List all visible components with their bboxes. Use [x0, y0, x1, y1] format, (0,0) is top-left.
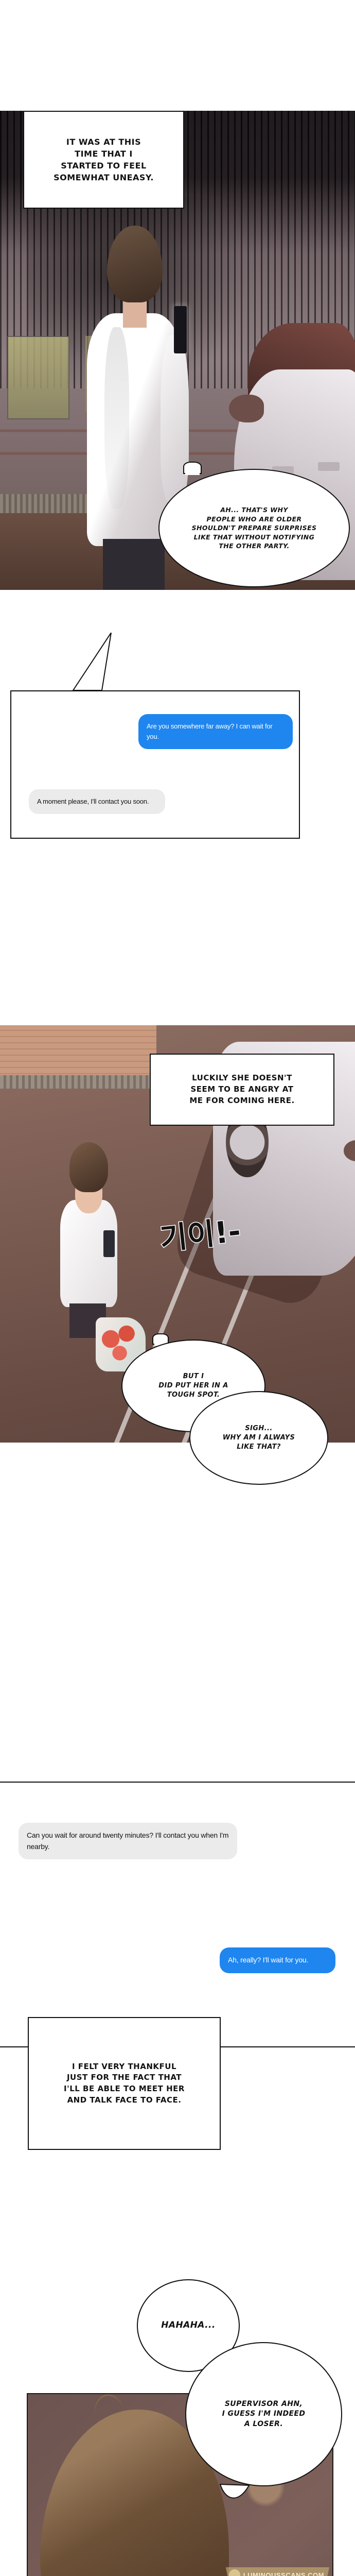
sfx-tire-screech: 기이!- — [157, 1212, 243, 1257]
watermark-logo-icon — [228, 2569, 240, 2576]
chat-message-received[interactable]: Can you wait for around twenty minutes? … — [19, 1823, 237, 1860]
chat-message-sent[interactable]: Ah, really? I'll wait for you. — [220, 1947, 335, 1973]
dark-trousers — [103, 539, 165, 590]
chat-panel-tail — [72, 633, 112, 691]
caption-thankful: I FELT VERY THANKFUL JUST FOR THE FACT T… — [28, 2017, 221, 2150]
chat-message-received[interactable]: A moment please, I'll contact you soon. — [29, 789, 165, 815]
brick-sidewalk — [0, 1025, 156, 1080]
brown-hair — [69, 1142, 109, 1192]
caption-not-angry: LUCKILY SHE DOESN'T SEEM TO BE ANGRY AT … — [150, 1054, 334, 1126]
bubble-supervisor-ahn-tail — [219, 2483, 250, 2499]
car-door-handle — [317, 462, 340, 471]
glowing-phone — [173, 306, 187, 353]
man-from-behind — [85, 226, 189, 590]
brown-hair — [107, 226, 163, 302]
bubble-surprises: AH... THAT'S WHY PEOPLE WHO ARE OLDER SH… — [158, 469, 350, 587]
lit-window — [7, 336, 70, 420]
chat-panel-two: Can you wait for around twenty minutes? … — [0, 1793, 355, 2009]
watermark-label: LUMINOUSSCANS.COM — [243, 2571, 324, 2576]
phone — [103, 1230, 115, 1258]
panel-divider — [0, 1782, 355, 1783]
car-side-mirror — [228, 395, 264, 422]
bubble-surprises-nub — [183, 462, 202, 475]
bubble-sigh: SIGH... WHY AM I ALWAYS LIKE THAT? — [189, 1391, 328, 1485]
raised-arm — [161, 335, 189, 503]
man-overhead — [60, 1142, 117, 1338]
car-side-mirror — [343, 1140, 355, 1161]
curb — [0, 1075, 171, 1089]
caption-uneasy: IT WAS AT THIS TIME THAT I STARTED TO FE… — [23, 111, 184, 209]
bubble-supervisor-ahn: SUPERVISOR AHN, I GUESS I'M INDEED A LOS… — [185, 2342, 342, 2486]
bubble-hahaha: HAHAHA... — [137, 2279, 240, 2372]
site-watermark: LUMINOUSSCANS.COM — [225, 2567, 329, 2576]
chat-panel-one: Are you somewhere far away? I can wait f… — [10, 690, 300, 839]
chat-message-sent[interactable]: Are you somewhere far away? I can wait f… — [138, 714, 293, 750]
